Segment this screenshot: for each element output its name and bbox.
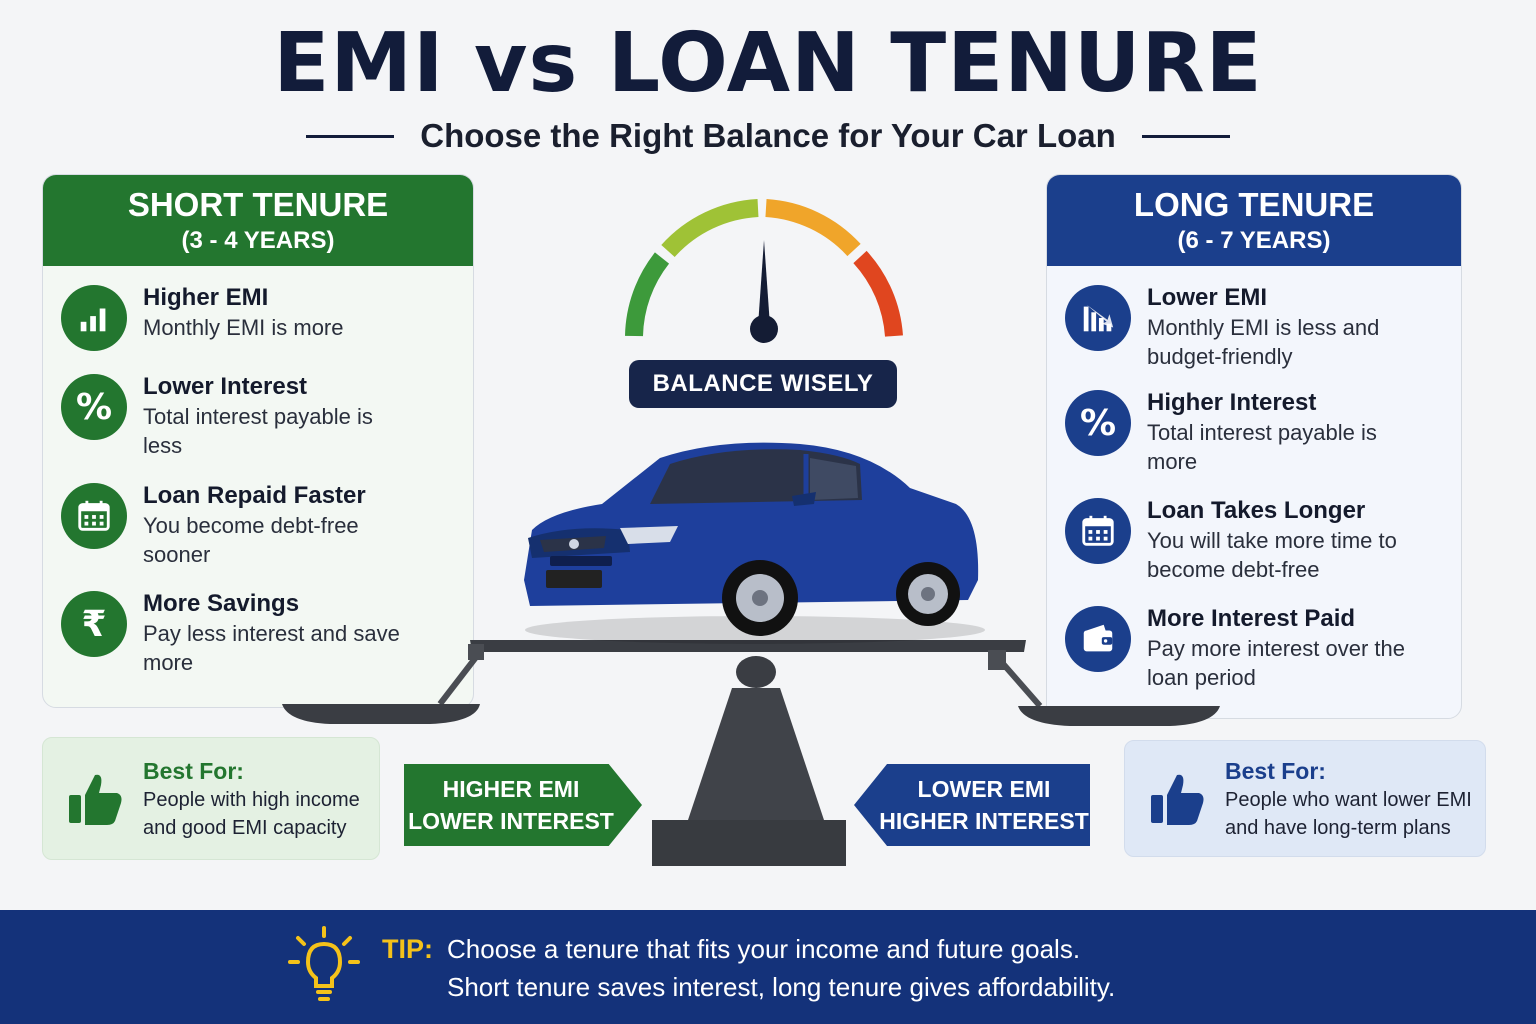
lower-emi-higher-interest-tag: LOWER EMI HIGHER INTEREST [854, 764, 1090, 846]
best-for-label: Best For: [143, 757, 244, 784]
percent-icon: % [1065, 390, 1131, 456]
subtitle-row: Choose the Right Balance for Your Car Lo… [0, 114, 1536, 158]
tip-label: TIP: [382, 934, 433, 964]
bar-chart-icon [61, 285, 127, 351]
thumbs-up-icon [1151, 774, 1204, 825]
short-tenure-panel: SHORT TENURE (3 - 4 YEARS) Higher EMI Mon… [42, 174, 474, 708]
item-heading: Loan Repaid Faster [143, 482, 366, 509]
item-heading: Loan Takes Longer [1147, 497, 1366, 524]
long-tenure-years: (6 - 7 YEARS) [1177, 226, 1331, 254]
speedometer-gauge [625, 199, 903, 343]
item-heading: More Interest Paid [1147, 605, 1356, 632]
short-best-for-card: Best For: People with high income and go… [42, 737, 380, 860]
page-title: EMI vs LOAN TENURE [273, 16, 1263, 111]
item-heading: Higher EMI [143, 284, 269, 311]
tag-line: LOWER EMI [917, 776, 1051, 802]
item-heading: Lower Interest [143, 373, 308, 400]
best-for-text: People with high income and good EMI cap… [143, 788, 360, 839]
rupee-icon: ₹ [61, 591, 127, 657]
percent-icon: % [61, 374, 127, 440]
short-item-higher-emi: Higher EMI Monthly EMI is more [61, 283, 344, 351]
item-desc: Total interest payable is more [1147, 420, 1377, 474]
short-tenure-header: SHORT TENURE (3 - 4 YEARS) [43, 175, 473, 266]
subtitle-rule-left [306, 134, 395, 138]
calendar-icon [61, 483, 127, 549]
tag-line: HIGHER INTEREST [879, 808, 1089, 834]
higher-emi-lower-interest-tag: HIGHER EMI LOWER INTEREST [404, 764, 642, 846]
balance-wisely-badge: BALANCE WISELY [629, 360, 897, 408]
best-for-text: People who want lower EMI and have long-… [1225, 788, 1472, 839]
item-heading: More Savings [143, 590, 300, 617]
page-subtitle: Choose the Right Balance for Your Car Lo… [420, 117, 1116, 154]
item-desc: Monthly EMI is more [143, 315, 344, 340]
short-tenure-years: (3 - 4 YEARS) [181, 226, 335, 254]
tip-banner: TIP: Choose a tenure that fits your inco… [0, 910, 1536, 1024]
balance-scale [282, 640, 1220, 866]
long-item-lower-emi: Lower EMI Monthly EMI is less and budget-… [1065, 283, 1407, 371]
item-desc: Pay less interest and save more [143, 621, 400, 675]
item-heading: Lower EMI [1147, 284, 1268, 311]
lightbulb-icon [288, 926, 360, 1001]
item-desc: You will take more time to become debt-f… [1147, 528, 1397, 582]
item-desc: Pay more interest over the loan period [1147, 636, 1406, 690]
declining-chart-icon [1065, 285, 1131, 351]
long-tenure-header: LONG TENURE (6 - 7 YEARS) [1047, 175, 1461, 266]
tag-line: HIGHER EMI [442, 776, 580, 802]
item-heading: Higher Interest [1147, 389, 1317, 416]
tip-line: Short tenure saves interest, long tenure… [447, 972, 1116, 1002]
long-tenure-panel: LONG TENURE (6 - 7 YEARS) Lower EMI Month… [1046, 174, 1462, 719]
tag-line: LOWER INTEREST [408, 808, 614, 834]
long-best-for-card: Best For: People who want lower EMI and … [1124, 740, 1486, 857]
car-image [524, 442, 985, 644]
tip-line: Choose a tenure that fits your income an… [447, 934, 1081, 964]
thumbs-up-icon [69, 774, 122, 825]
item-desc: You become debt-free sooner [143, 513, 359, 567]
item-desc: Total interest payable is less [143, 404, 373, 458]
subtitle-rule-right [1141, 134, 1230, 138]
item-desc: Monthly EMI is less and budget-friendly [1147, 315, 1380, 369]
short-tenure-title: SHORT TENURE [127, 185, 389, 223]
tip-content: TIP: Choose a tenure that fits your inco… [382, 930, 1115, 1006]
calendar-icon [1065, 498, 1131, 564]
long-tenure-title: LONG TENURE [1133, 185, 1375, 223]
best-for-label: Best For: [1225, 757, 1326, 784]
wallet-icon [1065, 606, 1131, 672]
